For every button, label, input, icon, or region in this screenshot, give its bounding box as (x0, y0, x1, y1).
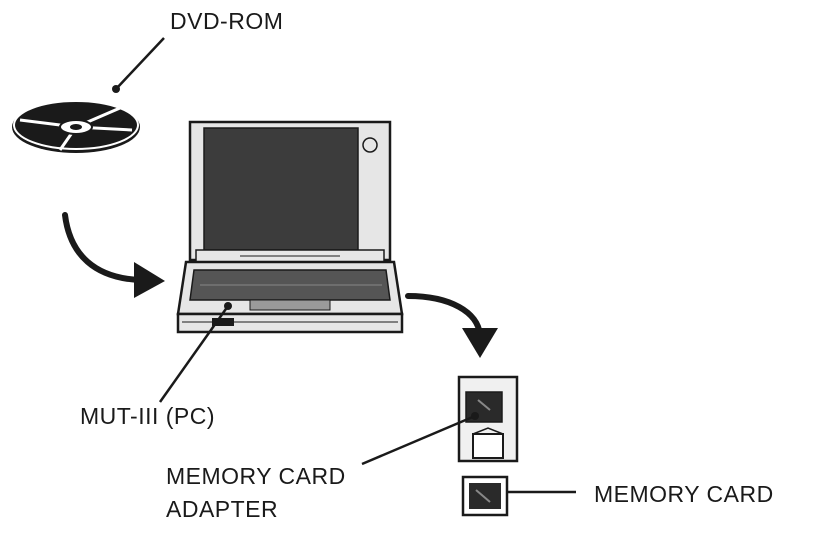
arrow-dvd-to-pc (62, 212, 165, 298)
adapter-leader-line (361, 412, 479, 466)
label-memory-card: MEMORY CARD (594, 481, 774, 507)
label-adapter-line1: MEMORY CARD (166, 463, 346, 489)
laptop-icon (176, 120, 404, 334)
label-dvd-rom: DVD-ROM (170, 8, 284, 34)
mut-pc-leader-line (158, 302, 232, 403)
label-mut-pc: MUT-III (PC) (80, 403, 216, 429)
arrow-pc-to-card (405, 293, 498, 358)
label-adapter-line2: ADAPTER (166, 496, 279, 522)
dvd-disc-icon (12, 100, 140, 153)
memory-card-icon (461, 475, 509, 517)
dvd-rom-leader-line (112, 37, 165, 93)
